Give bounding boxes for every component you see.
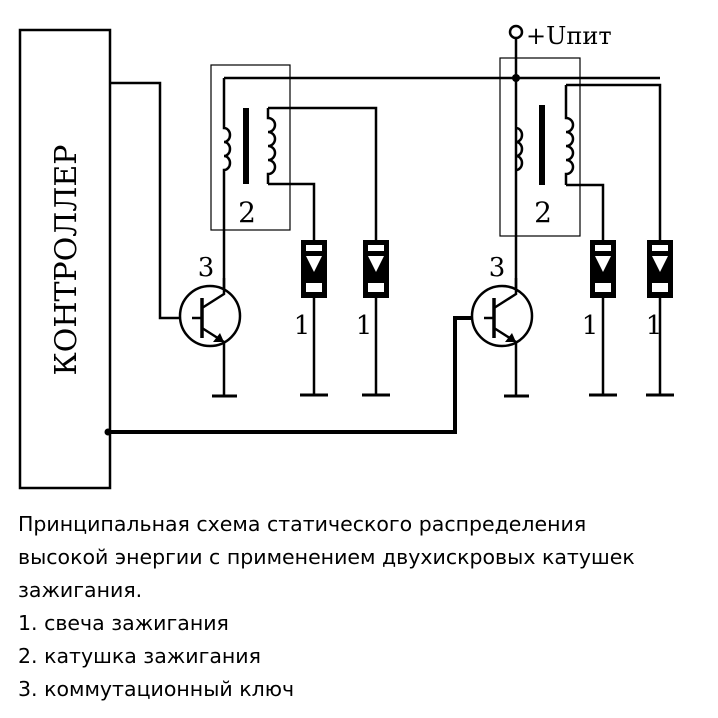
- spark-plug-3: 1: [582, 240, 617, 397]
- caption-title-line: Принципальная схема статического распред…: [18, 512, 587, 536]
- plug-4-label: 1: [646, 311, 663, 341]
- coil-2-label: 2: [534, 196, 552, 229]
- ignition-circuit-diagram: КОНТРОЛЛЕР +Uпит 2 2: [18, 22, 674, 490]
- controller-block: КОНТРОЛЛЕР: [18, 28, 112, 490]
- switch-2-label: 3: [489, 253, 506, 283]
- supply-label: +Uпит: [526, 22, 612, 50]
- legend-item-ignition-coil: 2. катушка зажигания: [18, 644, 261, 668]
- caption-title-line: высокой энергии с применением двухискров…: [18, 545, 635, 569]
- control-wire-1: [110, 81, 192, 320]
- legend-item-spark-plug: 1. свеча зажигания: [18, 611, 229, 635]
- switching-transistor-1: 3: [178, 253, 242, 398]
- spark-plug-2: 1: [356, 240, 390, 397]
- controller-label: КОНТРОЛЛЕР: [49, 145, 84, 376]
- plug-2-label: 1: [356, 311, 373, 341]
- diagram-caption: Принципальная схема статического распред…: [18, 508, 708, 706]
- switch-1-label: 3: [198, 253, 215, 283]
- caption-title-line: зажигания.: [18, 578, 143, 602]
- spark-plug-4: 1: [646, 240, 674, 397]
- legend-item-switch: 3. коммутационный ключ: [18, 677, 295, 701]
- ignition-coil-2: 2: [499, 57, 581, 237]
- coil-1-label: 2: [238, 196, 256, 229]
- supply-terminal: +Uпит: [508, 22, 612, 50]
- spark-plug-1: 1: [294, 240, 328, 397]
- control-wire-2: [108, 316, 484, 434]
- ignition-coil-1: 2: [210, 64, 291, 300]
- plug-3-label: 1: [582, 311, 599, 341]
- switching-transistor-2: 3: [470, 253, 534, 398]
- plug-1-label: 1: [294, 311, 311, 341]
